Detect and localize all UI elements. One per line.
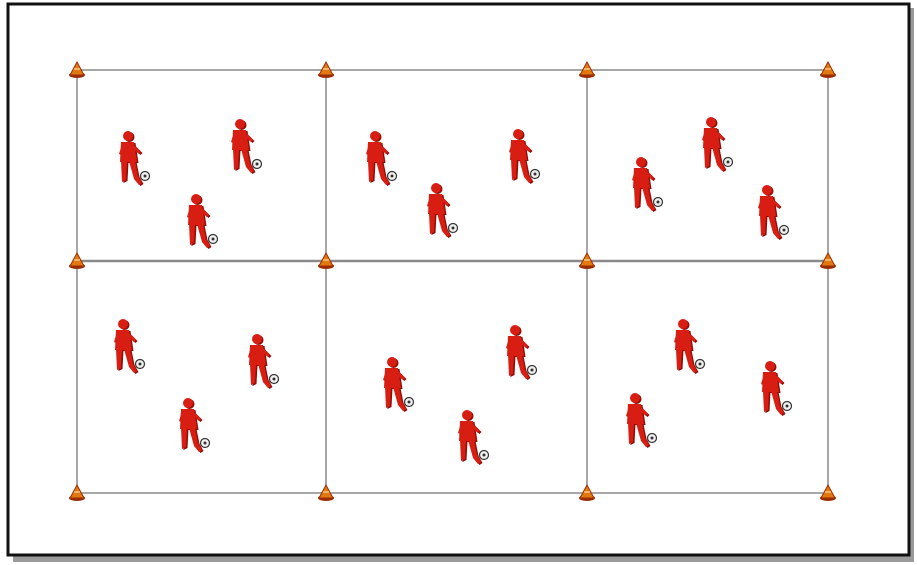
soccer-ball-icon — [780, 226, 789, 235]
soccer-ball-icon — [253, 160, 262, 169]
soccer-ball-icon — [528, 366, 537, 375]
soccer-ball-icon — [480, 451, 489, 460]
soccer-ball-icon — [209, 235, 218, 244]
soccer-ball-icon — [388, 172, 397, 181]
soccer-ball-icon — [654, 198, 663, 207]
soccer-ball-icon — [531, 170, 540, 179]
soccer-ball-icon — [405, 398, 414, 407]
diagram-frame — [8, 4, 909, 555]
soccer-ball-icon — [783, 402, 792, 411]
soccer-ball-icon — [270, 375, 279, 384]
soccer-ball-icon — [648, 434, 657, 443]
soccer-ball-icon — [201, 439, 210, 448]
soccer-ball-icon — [449, 224, 458, 233]
soccer-ball-icon — [136, 360, 145, 369]
soccer-ball-icon — [724, 158, 733, 167]
soccer-ball-icon — [141, 172, 150, 181]
soccer-ball-icon — [696, 360, 705, 369]
